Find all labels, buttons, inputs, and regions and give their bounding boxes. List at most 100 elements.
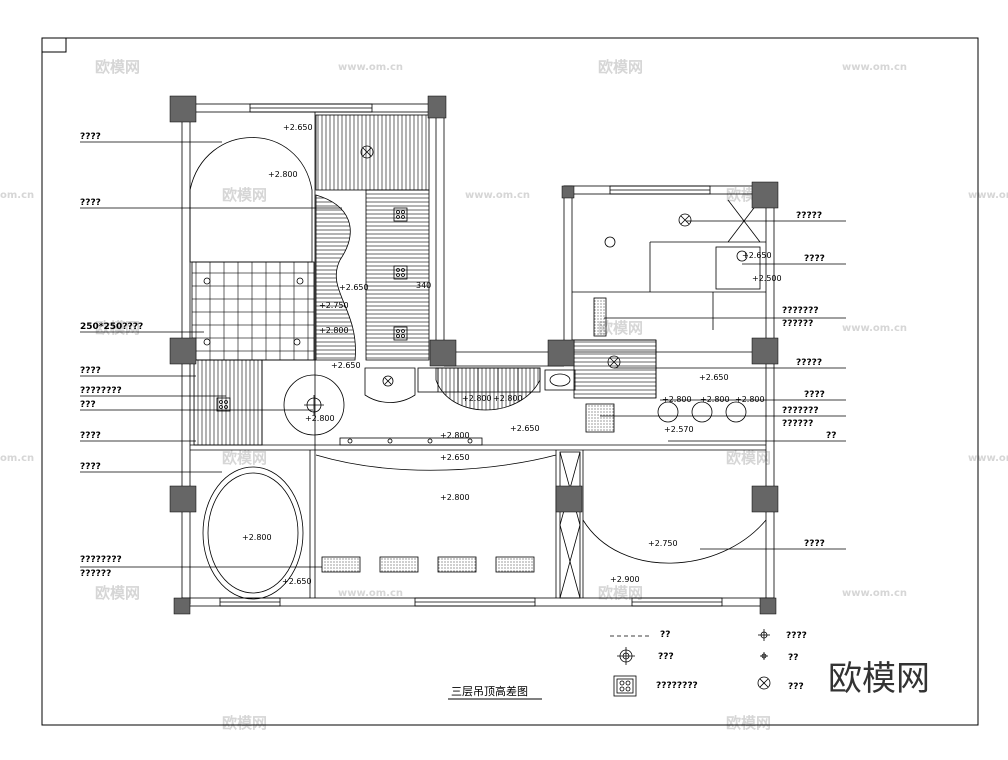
chandelier-icon <box>304 395 324 415</box>
right-leader-lines <box>600 220 846 550</box>
right-label: ???? <box>804 539 825 549</box>
watermark-url: www.om.cn <box>842 323 907 334</box>
elevation-mark: +2.800 <box>493 394 523 403</box>
watermark-url: www.om.cn <box>968 453 1008 464</box>
watermark-url: www.om.cn <box>338 588 403 599</box>
legend-label: ???? <box>786 631 807 641</box>
left-leader-lines <box>80 141 342 568</box>
elevation-mark: +2.900 <box>610 575 640 584</box>
sheet-corner-box <box>41 37 67 53</box>
right-label: ??????? <box>782 406 819 416</box>
watermark: 欧模网 <box>598 319 643 337</box>
drawing-title: 三层吊顶高差图 <box>451 684 528 698</box>
elevation-mark: +2.650 <box>283 123 313 132</box>
watermark: 欧模网 <box>726 714 771 732</box>
elevation-mark: +2.800 <box>735 395 765 404</box>
right-label: ????? <box>796 358 822 368</box>
scale-note: 340 <box>416 281 431 290</box>
left-label: ???? <box>80 366 101 376</box>
left-label: ???????? <box>80 386 122 396</box>
elevation-mark: +2.650 <box>282 577 312 586</box>
ceiling-lamp-icon <box>604 236 616 248</box>
exhaust-fan-icon <box>393 265 408 280</box>
watermark-url: om.cn <box>0 453 34 464</box>
ceiling-lamp-icon <box>382 375 394 387</box>
elevation-mark: +2.800 <box>242 533 272 542</box>
watermarks: 欧模网 www.om.cn 欧模网 www.om.cn 欧模网 www.om.c… <box>0 58 1008 732</box>
elevation-mark: +2.800 <box>440 493 470 502</box>
watermark: 欧模网 <box>598 58 643 76</box>
fixtures <box>203 145 748 444</box>
elevation-mark: +2.570 <box>664 425 694 434</box>
elevation-mark: +2.650 <box>331 361 361 370</box>
legend: ?? ???? ??? ?? ???????? ??? <box>610 629 807 697</box>
right-label: ???? <box>804 390 825 400</box>
legend-label: ???????? <box>656 681 698 691</box>
watermark: 欧模网 <box>222 714 267 732</box>
watermark-url: www.om.cn <box>842 588 907 599</box>
elevation-mark: +2.800 <box>268 170 298 179</box>
ceiling-lamp-icon <box>678 213 692 227</box>
elevation-mark: +2.650 <box>440 453 470 462</box>
elevation-mark: +2.800 <box>662 395 692 404</box>
watermark: 欧模网 <box>222 186 267 204</box>
ceiling-lamp-icon <box>757 676 771 690</box>
exhaust-fan-icon <box>393 326 408 341</box>
exhaust-fan-icon <box>216 397 231 412</box>
left-label: ??? <box>80 400 96 410</box>
exhaust-fan-icon <box>393 207 408 222</box>
watermark: 欧模网 <box>95 58 140 76</box>
watermark: 欧模网 <box>95 319 140 337</box>
downlight-icon <box>347 438 473 444</box>
elevation-mark: +2.650 <box>742 251 772 260</box>
left-label: ???? <box>80 132 101 142</box>
structural-columns <box>169 95 779 615</box>
right-label: ??????? <box>782 306 819 316</box>
right-label: ???? <box>804 254 825 264</box>
watermark-url: www.om.cn <box>338 62 403 73</box>
floor-plan <box>181 103 775 607</box>
watermark: 欧模网 <box>222 449 267 467</box>
elevation-mark: +2.800 <box>440 431 470 440</box>
elevation-mark: +2.650 <box>699 373 729 382</box>
watermark: 欧模网 <box>95 584 140 602</box>
right-label: ?????? <box>782 319 813 329</box>
elevation-mark: +2.750 <box>319 301 349 310</box>
left-label: ?????? <box>80 569 111 579</box>
right-label: ?????? <box>782 419 813 429</box>
logo-text: 欧模网 <box>828 659 930 699</box>
watermark-url: www.om.cn <box>465 190 530 201</box>
left-label: ???? <box>80 198 101 208</box>
ceiling-light-icon <box>758 629 770 641</box>
exhaust-fan-icon <box>613 675 637 697</box>
watermark: 欧模网 <box>726 449 771 467</box>
elevation-mark: +2.650 <box>510 424 540 433</box>
watermark-url: www.om.cn <box>968 190 1008 201</box>
left-label: ???? <box>80 431 101 441</box>
ceiling-lamp-icon <box>736 250 748 262</box>
watermark: 欧模网 <box>598 584 643 602</box>
right-label: ????? <box>796 211 822 221</box>
sheet-border <box>41 37 979 726</box>
elevation-mark: +2.500 <box>752 274 782 283</box>
legend-label: ??? <box>658 652 674 662</box>
right-labels: ????? ???? ??????? ?????? ????? ???? ???… <box>782 211 836 549</box>
downlight-icon <box>760 652 768 660</box>
elevation-mark: +2.750 <box>648 539 678 548</box>
watermark-url: www.om.cn <box>842 62 907 73</box>
chandelier-icon <box>617 647 635 665</box>
elevation-mark: +2.800 <box>305 414 335 423</box>
elevation-mark: +2.800 <box>319 326 349 335</box>
downlight-icon <box>203 277 304 346</box>
watermark-url: om.cn <box>0 190 34 201</box>
legend-label: ?? <box>788 653 798 663</box>
elevation-mark: +2.800 <box>700 395 730 404</box>
ceiling-lamp-icon <box>360 145 374 159</box>
legend-label: ??? <box>788 682 804 692</box>
elevation-mark: +2.650 <box>339 283 369 292</box>
elevation-marks: +2.650 +2.800 +2.650 +2.750 +2.800 +2.65… <box>242 123 782 586</box>
left-label: ???????? <box>80 555 122 565</box>
left-labels: ???? ???? 250*250???? ???? ???????? ??? … <box>80 132 143 579</box>
right-label: ?? <box>826 431 836 441</box>
